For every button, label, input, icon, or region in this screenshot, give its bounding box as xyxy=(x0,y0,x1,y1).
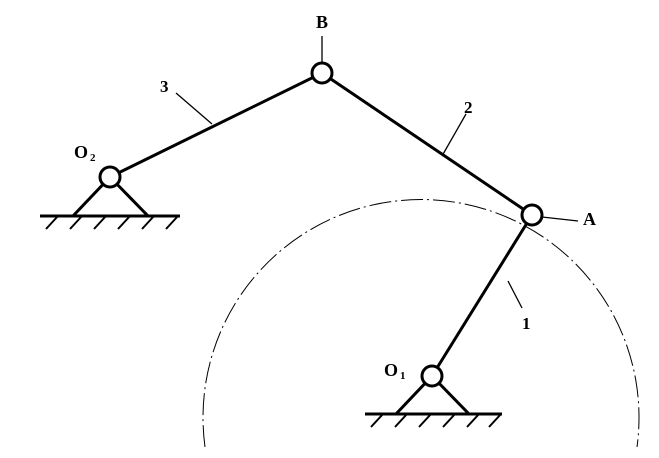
joint-o2 xyxy=(98,165,122,189)
label-o1-letter: O xyxy=(384,360,398,380)
leader-1 xyxy=(507,280,523,309)
label-o2-sub: 2 xyxy=(90,152,96,164)
leader-3 xyxy=(175,92,213,125)
joint-b xyxy=(310,61,334,85)
label-b: B xyxy=(316,12,328,32)
leader-A xyxy=(541,216,579,222)
link-2 xyxy=(320,71,534,217)
ground-support-o1 xyxy=(365,374,502,428)
joint-a xyxy=(520,203,544,227)
label-a: A xyxy=(583,209,596,229)
ground-support-o2 xyxy=(40,175,180,230)
joint-o1 xyxy=(420,364,444,388)
trajectory-arc xyxy=(202,199,640,448)
label-link-3: 3 xyxy=(160,77,169,96)
link-3 xyxy=(108,71,324,179)
label-link-1: 1 xyxy=(522,314,531,333)
label-o2-letter: O xyxy=(74,142,88,162)
leader-2 xyxy=(441,113,467,157)
link-1 xyxy=(430,213,534,378)
label-o1-sub: 1 xyxy=(400,370,406,382)
label-link-2: 2 xyxy=(464,98,473,117)
